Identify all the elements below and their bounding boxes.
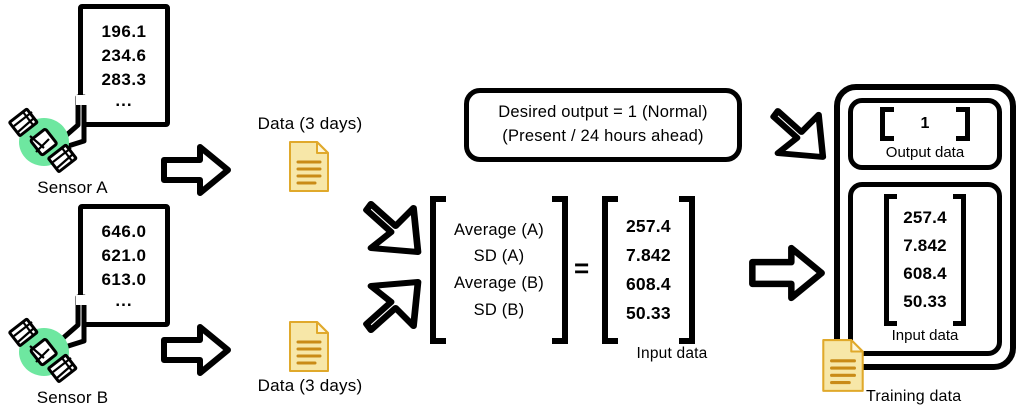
input-vector-value-4: 50.33 — [626, 302, 671, 323]
desired-output-callout: Desired output = 1 (Normal) (Present / 2… — [464, 88, 742, 162]
data-a-label: Data (3 days) — [257, 114, 363, 133]
sensor-a-label: Sensor A — [37, 178, 108, 197]
sensor-b-reading-ellipsis: ... — [115, 291, 133, 311]
arrow-down-right-icon — [363, 201, 422, 255]
sensor-a-readings-bubble: 196.1 234.6 283.3 ... — [78, 4, 170, 127]
satellite-icon — [8, 317, 78, 383]
arrow-right-icon — [161, 324, 231, 376]
output-data-block: 1 Output data — [848, 98, 1002, 170]
output-data-value: 1 — [920, 115, 930, 133]
desired-output-line-1: Desired output = 1 (Normal) — [498, 103, 708, 122]
training-input-data-block: 257.4 7.842 608.4 50.33 Input data — [848, 182, 1002, 356]
sensor-b-label: Sensor B — [36, 388, 109, 407]
input-vector-value-2: 7.842 — [626, 245, 671, 266]
data-b-label: Data (3 days) — [257, 376, 363, 395]
sensor-b-reading-2: 621.0 — [101, 246, 147, 266]
document-icon — [289, 321, 329, 372]
training-input-values: 257.4 7.842 608.4 50.33 — [897, 194, 953, 326]
training-input-value-4: 50.33 — [903, 292, 947, 312]
feature-row-average-b: Average (B) — [454, 274, 544, 292]
input-vector: 257.4 7.842 608.4 50.33 — [602, 196, 695, 344]
bracket-left — [880, 107, 895, 141]
output-data-label: Output data — [885, 144, 965, 161]
feature-row-average-a: Average (A) — [454, 220, 544, 239]
bracket-left — [602, 196, 618, 344]
feature-row-sd-b: SD (B) — [473, 300, 525, 319]
bracket-right — [952, 194, 966, 326]
sensor-a-reading-1: 196.1 — [101, 21, 147, 41]
arrow-down-right-icon — [770, 108, 827, 160]
desired-output-line-2: (Present / 24 hours ahead) — [502, 127, 704, 145]
training-data-label: Training data — [866, 388, 962, 405]
bracket-left — [430, 196, 446, 344]
feature-row-sd-a: SD (A) — [473, 247, 525, 266]
arrow-right-icon — [161, 144, 231, 196]
bracket-right — [955, 107, 970, 141]
sensor-b-reading-1: 646.0 — [101, 221, 147, 241]
equals-sign: = — [574, 253, 590, 283]
output-data-value-wrap: 1 — [894, 107, 955, 141]
document-icon — [822, 339, 864, 392]
bracket-right — [678, 196, 695, 344]
training-input-matrix: 257.4 7.842 608.4 50.33 — [884, 194, 966, 326]
sensor-a-reading-3: 283.3 — [101, 70, 147, 90]
input-vector-value-1: 257.4 — [626, 216, 671, 237]
training-input-data-label: Input data — [891, 327, 959, 344]
arrow-right-icon — [749, 244, 825, 302]
input-vector-label: Input data — [636, 345, 708, 362]
training-input-value-2: 7.842 — [903, 235, 947, 255]
feature-matrix-body: Average (A) SD (A) Average (B) SD (B) — [446, 196, 552, 344]
document-icon — [289, 141, 329, 192]
sensor-a-reading-2: 234.6 — [101, 46, 147, 66]
input-vector-value-3: 608.4 — [626, 274, 671, 294]
training-input-value-1: 257.4 — [903, 207, 947, 227]
output-data-matrix: 1 — [880, 107, 970, 141]
bracket-right — [551, 196, 568, 344]
training-input-value-3: 608.4 — [903, 264, 947, 283]
sensor-b-readings-bubble: 646.0 621.0 613.0 ... — [78, 204, 170, 327]
satellite-icon — [8, 107, 78, 173]
feature-matrix: Average (A) SD (A) Average (B) SD (B) — [430, 196, 568, 344]
sensor-a-reading-ellipsis: ... — [115, 91, 133, 111]
arrow-up-right-icon — [363, 279, 422, 333]
input-vector-body: 257.4 7.842 608.4 50.33 — [618, 196, 679, 344]
sensor-b-reading-3: 613.0 — [101, 270, 147, 290]
bracket-left — [884, 194, 898, 326]
